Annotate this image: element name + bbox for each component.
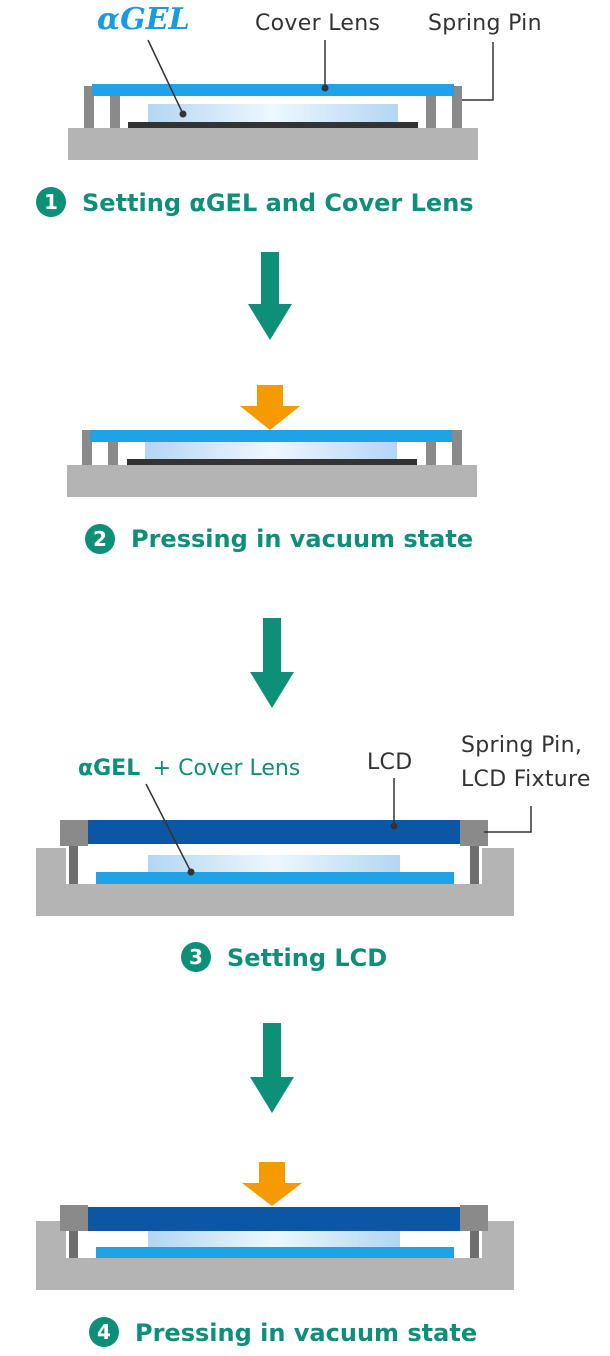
dark-layer [127, 459, 417, 465]
base-tray [36, 1221, 514, 1290]
lcd-fixture-right [460, 820, 488, 846]
step-number-badge [181, 942, 211, 972]
lcd-fixture-right [460, 1205, 488, 1231]
step-number: 1 [44, 190, 58, 214]
cover-lens [96, 872, 454, 884]
leader-agel-cover-lens-dot [187, 868, 195, 876]
spring-pin-right [452, 430, 462, 465]
arrow-shaft [263, 618, 281, 674]
step3-diagram: αGEL + Cover Lens LCD Spring Pin, LCD Fi… [36, 733, 591, 916]
leader-spring-pin [462, 42, 494, 101]
agel-layer [148, 855, 400, 872]
step-title: Pressing in vacuum state [131, 525, 473, 553]
spring-pin-right [470, 846, 479, 884]
base-plate [67, 465, 477, 497]
agel-logo: αGEL [97, 2, 190, 37]
step2-caption: 2 Pressing in vacuum state [85, 524, 473, 554]
step-title: Setting LCD [227, 944, 387, 972]
step-title: Pressing in vacuum state [135, 1319, 477, 1347]
step-number: 2 [93, 527, 107, 551]
spring-pin-left [69, 1231, 78, 1258]
spring-pin-left-inner [110, 96, 120, 128]
step-number: 3 [189, 945, 203, 969]
agel-layer [148, 104, 398, 122]
down-arrow-2 [250, 618, 294, 708]
spring-pin-lcd-label-line2: LCD Fixture [461, 767, 591, 792]
lcd-fixture-left [60, 820, 88, 846]
cover-lens [96, 1247, 454, 1258]
arrow-head [250, 672, 294, 708]
down-arrow-3 [250, 1023, 294, 1113]
spring-pin-label: Spring Pin [428, 11, 542, 36]
agel-cover-lens-label: αGEL + Cover Lens [78, 756, 300, 781]
agel-layer [145, 442, 397, 459]
dark-layer [128, 122, 418, 128]
cover-lens [92, 84, 454, 96]
leader-agel [147, 39, 184, 115]
step-number-badge [89, 1317, 119, 1347]
agel-layer [148, 1231, 400, 1247]
lcd-panel [88, 820, 460, 844]
cover-lens-text: + Cover Lens [153, 756, 301, 781]
step-number-badge [36, 187, 66, 217]
leader-cover-lens-dot [321, 84, 329, 92]
spring-pin-right [470, 1231, 479, 1258]
step3-caption: 3 Setting LCD [181, 942, 387, 972]
step-number-badge [85, 524, 115, 554]
leader-lcd-dot [390, 822, 398, 830]
step4-diagram [36, 1162, 514, 1290]
leader-agel-cover-lens [145, 783, 192, 873]
lcd-panel [88, 1207, 460, 1231]
arrow-head [250, 1077, 294, 1113]
leader-agel-dot [179, 110, 187, 118]
spring-pin-left [69, 846, 78, 884]
down-arrow-1 [248, 252, 292, 340]
step4-caption: 4 Pressing in vacuum state [89, 1317, 477, 1347]
spring-pin-right-inner [426, 440, 436, 465]
base-tray [36, 848, 514, 916]
agel-text: αGEL [78, 756, 140, 781]
spring-pin-right-inner [426, 96, 436, 128]
spring-pin-left [84, 86, 94, 128]
arrow-shaft [263, 1023, 281, 1079]
step-number: 4 [97, 1320, 111, 1344]
spring-pin-left-inner [108, 440, 118, 465]
step1-diagram: αGEL Cover Lens Spring Pin [68, 2, 542, 160]
spring-pin-left [82, 430, 92, 465]
step2-diagram [67, 385, 477, 497]
cover-lens [90, 430, 452, 442]
cover-lens-label: Cover Lens [255, 11, 380, 36]
lcd-label: LCD [367, 750, 412, 775]
arrow-head [248, 304, 292, 340]
base-plate [68, 128, 478, 160]
leader-spring-pin-lcd [484, 806, 532, 833]
spring-pin-lcd-label-line1: Spring Pin, [461, 733, 582, 758]
lcd-fixture-left [60, 1205, 88, 1231]
step-title: Setting αGEL and Cover Lens [82, 189, 474, 217]
press-arrow [242, 1162, 302, 1206]
spring-pin-right [452, 86, 462, 128]
arrow-shaft [261, 252, 279, 306]
step1-caption: 1 Setting αGEL and Cover Lens [36, 187, 474, 217]
press-arrow [240, 385, 300, 430]
